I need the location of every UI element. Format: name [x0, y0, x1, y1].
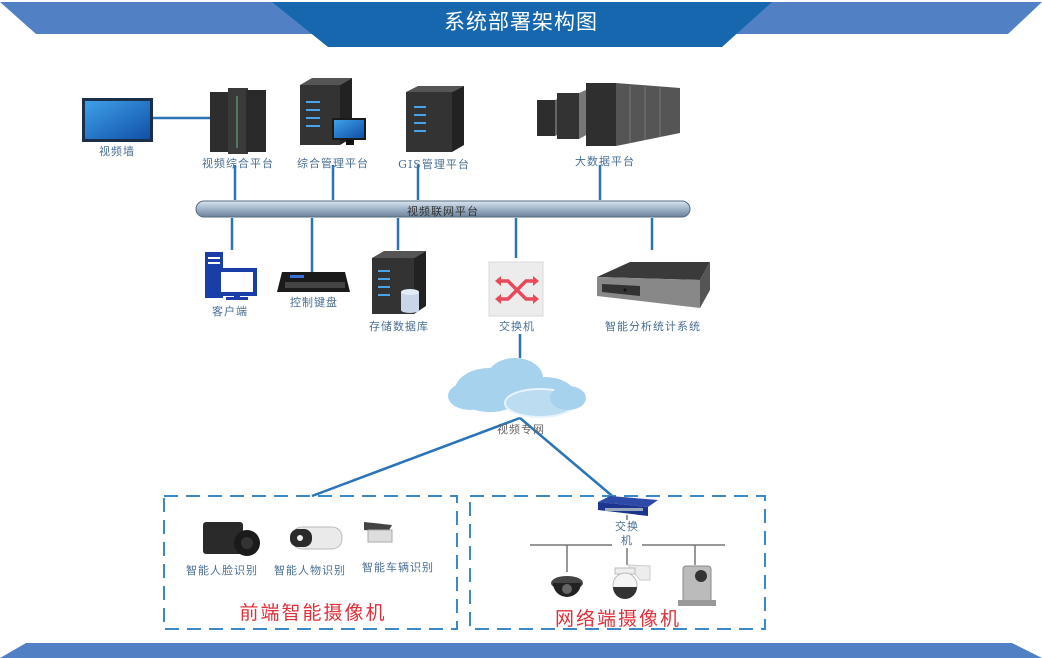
top-node-label: 视频墙 — [99, 145, 135, 158]
device-label: 智能人物识别 — [274, 564, 346, 577]
device-label: 智能人脸识别 — [186, 564, 258, 577]
server-rack-icon — [210, 88, 266, 154]
device-label: 智能车辆识别 — [362, 561, 434, 574]
video-wall-icon — [82, 98, 153, 142]
top-node-label: GIS管理平台 — [398, 158, 470, 171]
cloud-to-network-line — [519, 417, 618, 501]
network-switch-icon — [598, 496, 658, 516]
mid-node-label: 客户端 — [212, 305, 248, 318]
server-tower-icon — [406, 86, 464, 152]
box-camera-icon — [678, 565, 716, 606]
analysis-box-icon — [597, 262, 710, 308]
top-banner-dark — [272, 2, 772, 47]
data-center-icon — [537, 83, 680, 146]
group-title: 网络端摄像机 — [554, 608, 682, 630]
connection-lines — [152, 116, 654, 501]
switch-label: 交换机 — [612, 520, 642, 548]
storage-database-icon — [372, 251, 426, 314]
face-camera-icon — [203, 522, 260, 556]
front-camera-group-box — [163, 495, 458, 630]
server-monitor-icon — [300, 78, 366, 145]
mid-node-label: 智能分析统计系统 — [605, 320, 701, 333]
top-node-label: 视频综合平台 — [202, 157, 274, 170]
dome-camera-icon — [551, 576, 583, 597]
cloud-icon — [448, 358, 586, 418]
ptz-camera-icon — [612, 564, 651, 599]
cloud-label: 视频专网 — [497, 423, 545, 436]
top-node-label: 大数据平台 — [575, 155, 635, 168]
bullet-camera-icon — [290, 526, 343, 550]
group-title: 前端智能摄像机 — [239, 602, 387, 624]
mid-node-label: 存储数据库 — [369, 320, 429, 333]
vehicle-camera-icon — [364, 522, 393, 543]
network-camera-group-box — [469, 495, 766, 630]
mid-node-label: 交换机 — [499, 318, 535, 334]
video-network-bus — [195, 200, 691, 218]
top-node-label: 综合管理平台 — [297, 157, 369, 170]
bus-label: 视频联网平台 — [407, 205, 479, 218]
switch-icon — [488, 261, 544, 317]
cloud-to-front-line — [311, 416, 521, 498]
mid-node-label: 控制键盘 — [290, 296, 338, 309]
control-keyboard-icon — [277, 272, 350, 292]
page-title: 系统部署架构图 — [444, 10, 598, 34]
client-pc-icon — [205, 252, 257, 300]
bottom-banner — [0, 643, 1042, 658]
